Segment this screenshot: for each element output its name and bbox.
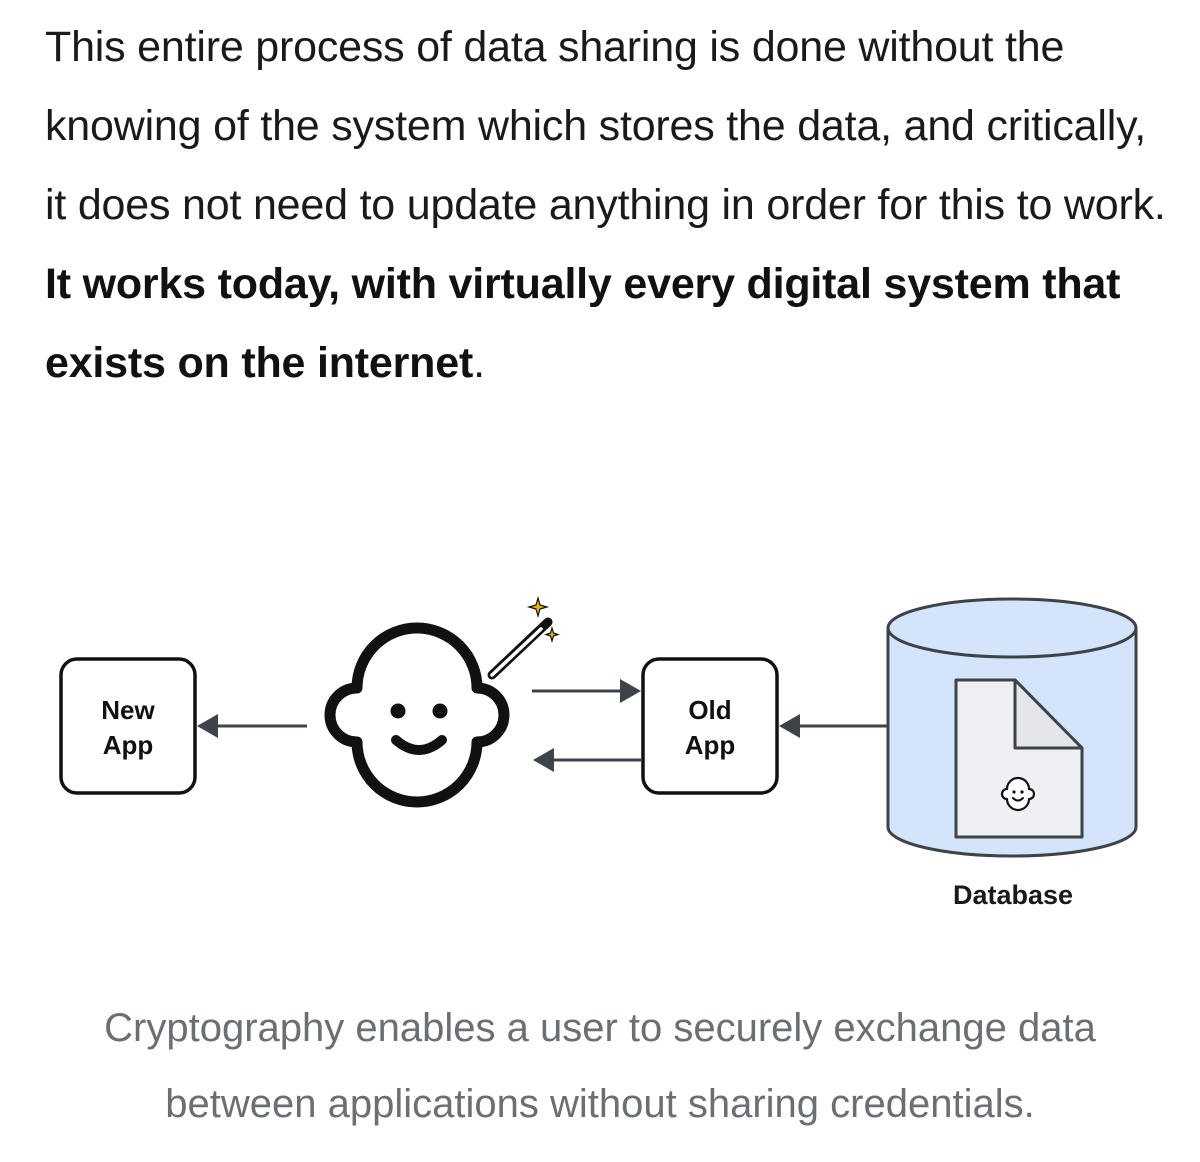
sparkle-icon <box>526 595 560 644</box>
new-app-node: New App <box>59 657 197 795</box>
old-app-label-line2: App <box>685 730 736 760</box>
paragraph-bold-text: It works today, with virtually every dig… <box>45 260 1121 387</box>
document-icon <box>954 678 1084 839</box>
smiley-user-icon <box>324 622 510 808</box>
caption-line-1: Cryptography enables a user to securely … <box>104 1006 1096 1050</box>
arrow-user-to-new-app <box>197 714 307 738</box>
intro-paragraph: This entire process of data sharing is d… <box>45 8 1175 403</box>
paragraph-text: This entire process of data sharing is d… <box>45 23 1166 229</box>
arrow-old-app-to-user <box>533 748 641 772</box>
old-app-label-line1: Old <box>688 695 731 725</box>
figure-caption: Cryptography enables a user to securely … <box>0 990 1200 1142</box>
arrow-database-to-old-app <box>779 714 888 738</box>
caption-line-2: between applications without sharing cre… <box>165 1082 1035 1126</box>
new-app-label-line1: New <box>101 695 155 725</box>
magic-wand-icon <box>487 617 553 680</box>
new-app-label-line2: App <box>103 730 154 760</box>
paragraph-end-text: . <box>473 339 485 387</box>
database-label: Database <box>953 880 1073 910</box>
old-app-node: Old App <box>641 657 779 795</box>
small-smiley-icon <box>1000 776 1036 812</box>
arrow-user-to-old-app <box>532 679 641 703</box>
